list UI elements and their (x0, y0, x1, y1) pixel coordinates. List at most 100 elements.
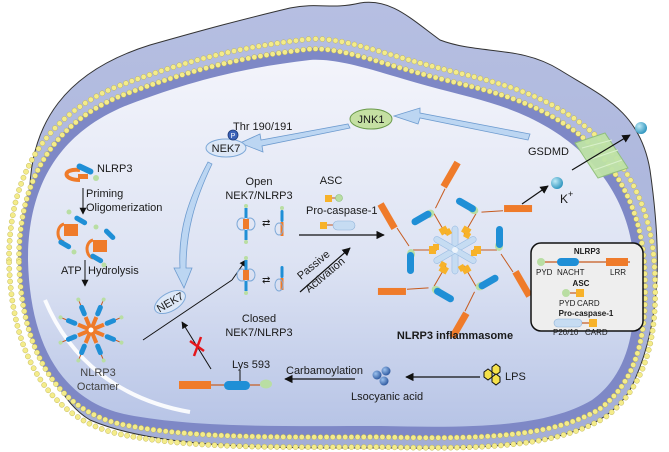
lipid-head (521, 100, 528, 107)
k-ion-inside (551, 177, 563, 189)
lipid-head (9, 297, 16, 304)
lipid-head (509, 431, 516, 438)
lipid-head (298, 444, 305, 450)
lipid-head (342, 434, 348, 440)
nek7-down-arrow (173, 161, 213, 289)
lipid-head (348, 444, 355, 450)
lipid-head (312, 46, 319, 52)
lipid-head (191, 68, 197, 75)
gsdmd-pore (574, 132, 629, 179)
lipid-head (652, 295, 658, 302)
lipid-head (115, 94, 121, 100)
lipid-head (286, 444, 293, 450)
lipid-head (479, 443, 485, 450)
lipid-head (624, 171, 631, 178)
lipid-head (40, 156, 47, 163)
lipid-head (447, 68, 453, 74)
lipid-head (261, 443, 268, 450)
lipid-head (618, 383, 625, 390)
lipid-head (650, 251, 657, 258)
lipid-head (644, 353, 650, 360)
lipid-head (25, 326, 32, 333)
lipid-head (417, 60, 424, 66)
lipid-head (634, 378, 640, 384)
lipid-head (55, 136, 61, 143)
lipid-head (274, 444, 280, 450)
lipid-head (608, 409, 615, 415)
lipid-head (491, 443, 498, 449)
lipid-head (447, 444, 454, 451)
lipid-head (432, 74, 439, 81)
lipid-head (263, 52, 270, 58)
lipid-head (497, 432, 503, 439)
lipid-head (639, 365, 646, 372)
jnk1-to-nek7-arrow (238, 123, 351, 153)
legend-casp-title: Pro-caspase-1 (559, 309, 614, 318)
legend-nlrp3-lrr: LRR (610, 268, 626, 277)
lipid-head (34, 167, 41, 174)
lipid-head (450, 79, 457, 85)
lipid-head (292, 444, 299, 450)
k-efflux-arrow (571, 134, 631, 171)
lipid-head (615, 388, 621, 395)
lipid-head (423, 434, 429, 441)
lipid-head (52, 125, 58, 131)
lipid-head (652, 302, 658, 308)
lipid-head (27, 332, 34, 338)
lipid-head (212, 52, 219, 59)
lipid-head (243, 433, 249, 440)
lipid-head (361, 54, 367, 61)
lipid-head (109, 96, 116, 103)
lipid-head (63, 127, 70, 134)
lipid-head (286, 38, 293, 45)
lipid-head (39, 360, 46, 367)
lipid-head (447, 434, 454, 441)
highlight-arc (43, 299, 191, 414)
lipid-head (651, 308, 658, 315)
lipid-head (257, 53, 264, 59)
lipid-head (105, 428, 111, 434)
lipid-head (319, 36, 326, 42)
lipid-head (570, 127, 577, 133)
jnk1-label: JNK1 (358, 114, 385, 126)
lipid-head (6, 250, 12, 257)
lipid-head (224, 432, 231, 439)
lipid-head (519, 88, 526, 95)
octamer-arm (92, 315, 124, 332)
lipid-head (126, 422, 132, 429)
lipid-head (30, 365, 37, 372)
lipid-head (360, 434, 367, 440)
lipid-head (68, 123, 74, 130)
lipid-head (618, 399, 625, 406)
lipid-head (477, 75, 484, 82)
lipid-head (91, 411, 97, 418)
lipid-head (6, 237, 13, 244)
lipid-head (357, 43, 364, 49)
lipid-head (408, 68, 415, 74)
lipid-head (8, 291, 15, 298)
lipid-head (486, 88, 493, 95)
lipid-head (218, 432, 225, 439)
lipid-head (199, 441, 205, 448)
lipid-head (649, 245, 656, 251)
lipid-head (93, 105, 99, 111)
lipid-head (36, 355, 43, 361)
lipid-head (66, 111, 73, 118)
lipid-head (134, 76, 141, 82)
nlrp3-dimer-right (85, 224, 116, 268)
nek7-top-node (205, 138, 247, 158)
lipid-head (569, 418, 576, 425)
lipid-head (231, 48, 237, 54)
lipid-head (527, 102, 534, 109)
lipid-head (483, 77, 490, 83)
lipid-head (633, 189, 640, 195)
lipid-head (126, 89, 133, 96)
lipid-head (438, 76, 445, 82)
octamer-arm (58, 315, 90, 332)
lipid-head (369, 46, 376, 53)
lipid-head (74, 414, 81, 420)
lipid-head (218, 50, 225, 57)
lipid-head (326, 36, 332, 43)
lipid-head (348, 434, 355, 440)
